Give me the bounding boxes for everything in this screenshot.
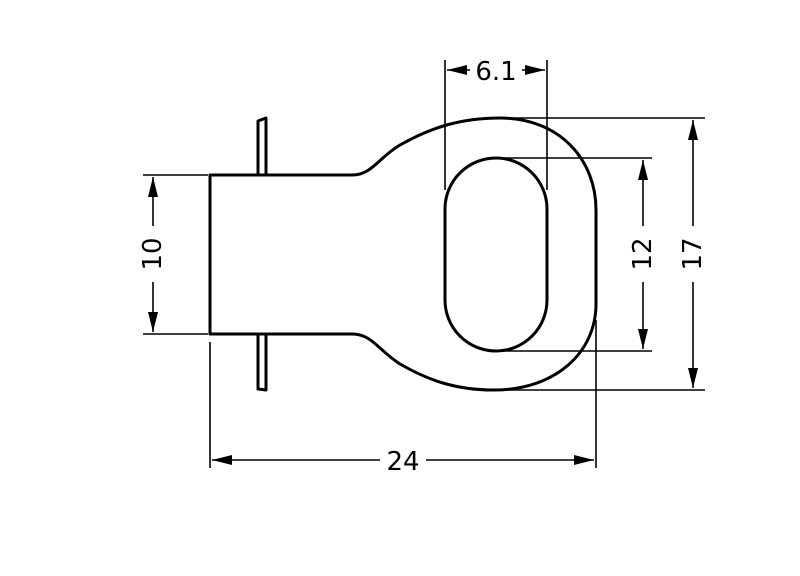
lug-body (264, 116, 598, 392)
extension-lines (143, 60, 705, 468)
flange-lower (256, 332, 268, 392)
slot-outline (443, 156, 549, 353)
arrow-head (638, 160, 648, 180)
barrel-body (208, 173, 268, 336)
arrow-head (638, 329, 648, 349)
arrow-head (212, 455, 232, 465)
dim-label-slot-width: 6.1 (475, 57, 516, 87)
dimension-neck-height: 10 (138, 177, 168, 332)
dimension-slot-width: 6.1 (447, 57, 545, 87)
dimension-overall-length: 24 (212, 447, 594, 477)
arrow-head (525, 65, 545, 75)
dimension-overall-height: 17 (678, 120, 708, 388)
dim-label-overall-height: 17 (678, 237, 708, 270)
flange-upper (256, 116, 268, 177)
arrow-head (574, 455, 594, 465)
arrow-head (148, 177, 158, 197)
arrow-head (688, 120, 698, 140)
arrow-head (688, 368, 698, 388)
arrow-head (148, 312, 158, 332)
dim-label-neck-height: 10 (138, 237, 168, 270)
dimension-slot-length: 12 (628, 160, 658, 349)
dim-label-overall-length: 24 (386, 447, 419, 477)
arrow-head (447, 65, 467, 75)
dim-label-slot-length: 12 (628, 237, 658, 270)
